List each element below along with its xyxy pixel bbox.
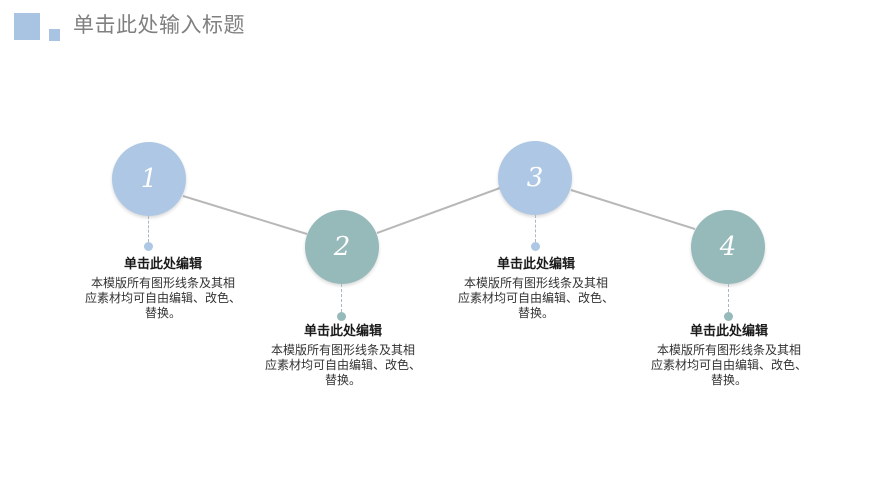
step-1-text-block: 单击此处编辑 本模版所有图形线条及其相 应素材均可自由编辑、改色、 替换。 (73, 256, 253, 321)
step-3-circle[interactable]: 3 (498, 141, 572, 215)
step-body-line[interactable]: 应素材均可自由编辑、改色、 (457, 291, 614, 305)
step-1-circle[interactable]: 1 (112, 142, 186, 216)
step-1-stem (148, 216, 149, 242)
step-3-dot (531, 242, 540, 251)
step-2-stem (341, 284, 342, 312)
step-number: 1 (140, 164, 158, 194)
step-body-line[interactable]: 应素材均可自由编辑、改色、 (650, 358, 807, 372)
step-heading[interactable]: 单击此处编辑 (689, 324, 768, 339)
step-4-circle[interactable]: 4 (691, 210, 765, 284)
step-number: 4 (719, 232, 737, 262)
step-body-line[interactable]: 本模版所有图形线条及其相 (270, 343, 415, 357)
step-body-line[interactable]: 替换。 (144, 306, 181, 320)
step-body-line[interactable]: 替换。 (710, 373, 747, 387)
step-4-dot (724, 312, 733, 321)
step-1-dot (144, 242, 153, 251)
step-body-line[interactable]: 应素材均可自由编辑、改色、 (264, 358, 421, 372)
step-body-line[interactable]: 替换。 (517, 306, 554, 320)
step-body-line[interactable]: 本模版所有图形线条及其相 (90, 276, 235, 290)
step-4-text-block: 单击此处编辑 本模版所有图形线条及其相 应素材均可自由编辑、改色、 替换。 (639, 323, 819, 388)
step-heading[interactable]: 单击此处编辑 (123, 257, 202, 272)
step-2-dot (337, 312, 346, 321)
page-title[interactable]: 单击此处输入标题 (73, 13, 245, 37)
step-body-line[interactable]: 本模版所有图形线条及其相 (656, 343, 801, 357)
step-3-text-block: 单击此处编辑 本模版所有图形线条及其相 应素材均可自由编辑、改色、 替换。 (446, 256, 626, 321)
step-4-stem (728, 284, 729, 312)
title-accent-square-large (14, 13, 40, 40)
title-accent-square-small (49, 29, 60, 41)
step-body-line[interactable]: 替换。 (324, 373, 361, 387)
step-2-circle[interactable]: 2 (305, 210, 379, 284)
step-heading[interactable]: 单击此处编辑 (303, 324, 382, 339)
step-body-line[interactable]: 本模版所有图形线条及其相 (463, 276, 608, 290)
step-number: 2 (333, 232, 351, 262)
step-heading[interactable]: 单击此处编辑 (496, 257, 575, 272)
step-number: 3 (526, 163, 544, 193)
step-body-line[interactable]: 应素材均可自由编辑、改色、 (84, 291, 241, 305)
step-3-stem (535, 215, 536, 242)
step-2-text-block: 单击此处编辑 本模版所有图形线条及其相 应素材均可自由编辑、改色、 替换。 (253, 323, 433, 388)
